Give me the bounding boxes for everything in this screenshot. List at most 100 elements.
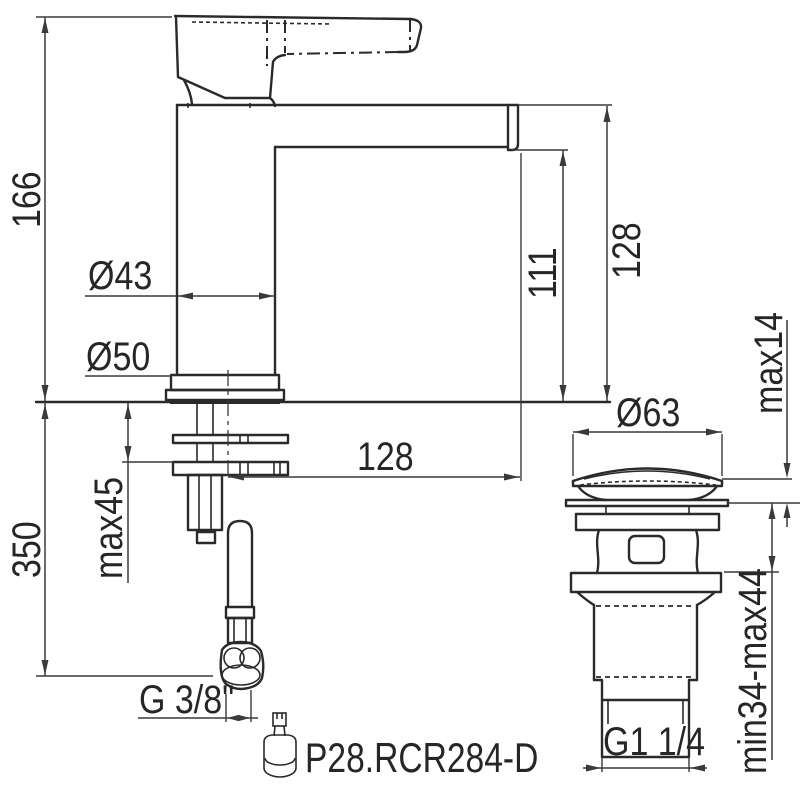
mixer-head xyxy=(174,15,287,100)
drain-outline xyxy=(564,467,800,759)
arrow-up-icon xyxy=(41,404,49,419)
hose-nut-facet-right xyxy=(239,647,261,669)
ext-lines xyxy=(225,690,252,722)
arrow-left-icon xyxy=(178,292,193,300)
hose-collar xyxy=(224,605,256,620)
mounting-nut-tip xyxy=(195,530,217,545)
arrow-right-icon xyxy=(586,764,601,772)
supply-hose xyxy=(219,519,265,691)
drain-flange-lower xyxy=(569,571,723,594)
dim-total-height-166: 166 350 xyxy=(3,16,213,677)
dim-label-body-diameter: Ø43 xyxy=(88,252,152,297)
drain-cap-inner-arc xyxy=(583,470,711,480)
handle-joint-lines xyxy=(266,19,411,66)
dim-max-counter-thickness: max45 xyxy=(85,403,174,583)
dim-label-total-height: 166 xyxy=(3,171,48,228)
dim-label-outlet-thread: G1 1/4 xyxy=(603,718,705,763)
cartridge-icon xyxy=(263,712,297,778)
arrow-right-icon xyxy=(259,292,274,300)
dim-label-111: 111 xyxy=(519,247,564,299)
ext-lines xyxy=(572,434,723,476)
arrow-left-icon xyxy=(229,473,244,481)
arrow-left-icon xyxy=(690,764,705,772)
dim-label-128v: 128 xyxy=(603,222,648,279)
handle-lever-underside xyxy=(286,51,399,55)
drain-thread-section xyxy=(600,698,691,759)
mounting-stud xyxy=(196,403,214,462)
arrow-down-icon xyxy=(783,463,791,478)
dim-label-spout-projection: 128 xyxy=(357,433,414,478)
arrow-left-icon xyxy=(574,428,589,436)
hose-nut-facet-left xyxy=(223,647,245,669)
dim-spout-underside-height: 111 xyxy=(512,149,568,401)
product-code: P28.RCR284-D xyxy=(305,736,538,782)
dim-outlet-thread: G1 1/4 xyxy=(583,718,707,772)
arrow-down-icon xyxy=(41,385,49,400)
arrow-up-icon xyxy=(768,504,776,519)
drain-body-upper xyxy=(595,528,700,575)
mounting-nut-facets xyxy=(198,475,212,530)
dim-label-max45: max45 xyxy=(85,477,130,579)
arrow-up-icon xyxy=(41,18,49,33)
drain-stem xyxy=(605,506,690,514)
drain-thread-root-lines xyxy=(607,700,684,724)
arrow-down-icon xyxy=(603,385,611,400)
drain-square-hole xyxy=(627,534,666,565)
drain-cap-dome xyxy=(571,467,724,483)
faucet-mounting-hardware xyxy=(171,403,290,545)
arrow-left-icon xyxy=(227,714,239,722)
hose-ferrule-lines xyxy=(233,618,247,643)
arrow-up-icon xyxy=(124,404,132,419)
hose-nut-outline xyxy=(219,640,265,691)
dim-supply-thread: G 3/8" xyxy=(138,676,258,722)
arrow-down-icon xyxy=(41,660,49,675)
dim-spout-top-height: 128 xyxy=(518,104,649,401)
faucet-outline xyxy=(164,14,520,404)
arrow-down-icon xyxy=(124,446,132,461)
hose-nut-end xyxy=(221,664,261,686)
dim-label-cap-diameter: Ø63 xyxy=(616,389,680,434)
cartridge-body-line xyxy=(264,757,296,766)
arrow-down-icon xyxy=(768,556,776,571)
cartridge-body xyxy=(263,734,297,778)
base-flange-lower xyxy=(164,388,286,402)
arrow-up-icon xyxy=(559,151,567,166)
base-flange-upper xyxy=(169,373,281,392)
handle-lever-top xyxy=(173,14,412,21)
dimensions: 166 350 max45 Ø43 Ø50 xyxy=(3,16,791,774)
drain-cap-rim xyxy=(571,479,724,488)
handle-knurl xyxy=(191,21,331,25)
arrow-down-icon xyxy=(559,385,567,400)
head-neck-left xyxy=(182,78,194,106)
mounting-nut xyxy=(186,473,224,532)
clamp-plate-lower xyxy=(171,460,290,477)
drain-body-cylinder xyxy=(592,603,699,682)
drain-washer xyxy=(564,498,730,508)
clamp-plate-slots xyxy=(239,435,281,475)
hose-ferrule xyxy=(226,616,254,645)
dim-cap-above-counter: max14 xyxy=(745,312,791,527)
dim-cap-diameter: Ø63 xyxy=(572,389,723,476)
dim-clamping-range: min34-max44 xyxy=(724,503,779,774)
arrow-up-icon xyxy=(603,107,611,122)
dim-label-base-diameter: Ø50 xyxy=(86,333,150,378)
arrow-up-icon xyxy=(783,503,791,518)
drain-flange-upper xyxy=(574,512,721,532)
dim-label-hose-length: 350 xyxy=(3,521,48,578)
hose-tube xyxy=(226,519,254,609)
drain-cap-knurl xyxy=(579,480,717,486)
dim-base-diameter: Ø50 xyxy=(85,333,172,379)
handle-lever-end xyxy=(396,17,423,54)
dim-label-max14: max14 xyxy=(745,312,790,414)
cartridge-stem-marks xyxy=(276,713,283,719)
drain-waist xyxy=(592,678,699,702)
dim-label-supply-thread: G 3/8" xyxy=(139,676,234,721)
dim-label-clamping-range: min34-max44 xyxy=(729,568,774,774)
ext-lines xyxy=(601,758,690,772)
drain-cap-neck xyxy=(576,484,719,502)
dim-body-diameter: Ø43 xyxy=(85,252,275,300)
drain-shoulder xyxy=(575,590,717,607)
spout-end-face xyxy=(506,103,520,152)
